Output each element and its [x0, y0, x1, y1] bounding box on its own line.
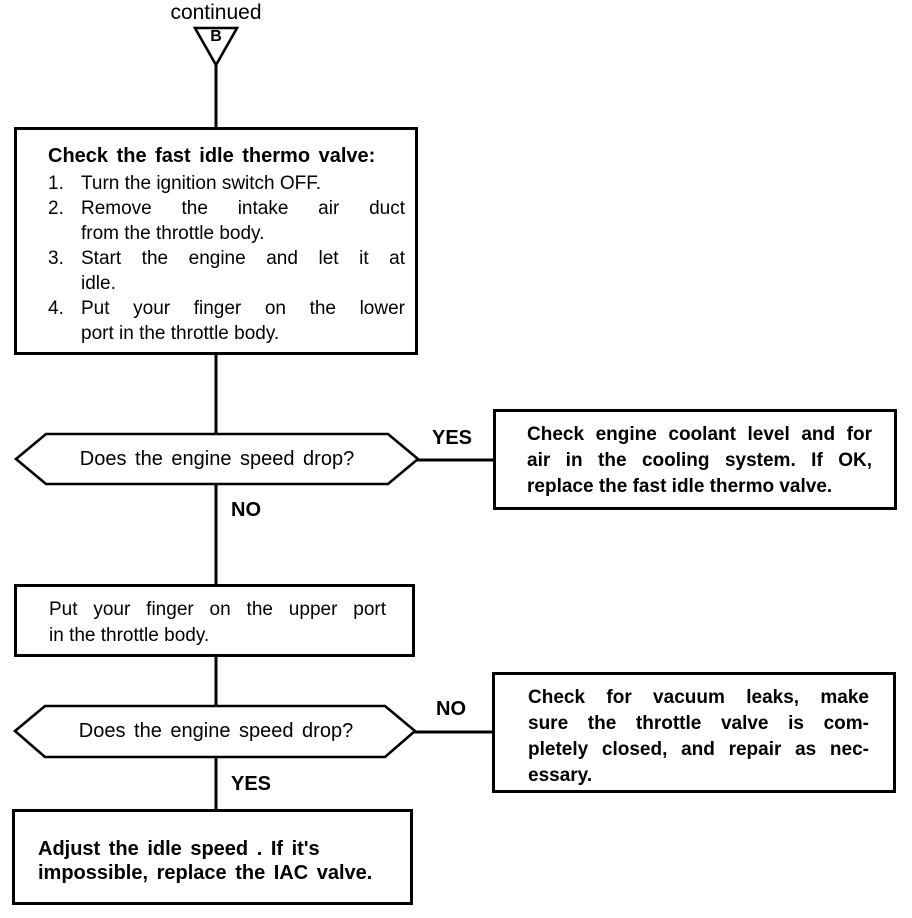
result-text: Adjust the idle speed . If it's: [38, 838, 320, 860]
step-text: port in the throttle body.: [81, 323, 280, 344]
step-number: 4.: [48, 298, 64, 319]
result-box-adjust-idle-speed: Adjust the idle speed . If it's impossib…: [12, 809, 413, 905]
box1-title: Check the fast idle thermo valve:: [48, 145, 376, 167]
connector-b-triangle: [192, 26, 240, 68]
process-text: in the throttle body.: [49, 625, 210, 646]
decision1-hexagon: [13, 432, 421, 486]
result-box-vacuum-leaks: Check for vacuum leaks, make sure the th…: [492, 672, 896, 793]
result-text: pletely closed, and repair as nec-: [528, 739, 869, 760]
decision1-no-label: NO: [231, 499, 261, 521]
result-text: impossible, replace the IAC valve.: [38, 862, 373, 884]
decision1-question: Does the engine speed drop?: [79, 448, 355, 470]
box1-step-3: 3. Start the engine and let it at idle.: [48, 246, 405, 296]
box1-step-2: 2. Remove the intake air duct from the t…: [48, 196, 405, 246]
step-number: 1.: [48, 173, 64, 194]
result-text: sure the throttle valve is com-: [528, 713, 869, 734]
step-text: Remove the intake air duct: [81, 198, 405, 219]
continued-label: continued: [170, 1, 262, 24]
decision1-yes-label: YES: [432, 427, 473, 449]
process-text: Put your finger on the upper port: [49, 599, 386, 620]
step-number: 2.: [48, 198, 64, 219]
decision2-hexagon: [12, 704, 418, 759]
step-number: 3.: [48, 248, 64, 269]
step-text: from the throttle body.: [81, 223, 265, 244]
decision2-no-label: NO: [436, 698, 466, 720]
result-text: essary.: [528, 765, 593, 786]
result-text: air in the cooling system. If OK,: [527, 450, 872, 471]
result-text: Check for vacuum leaks, make: [528, 687, 869, 708]
box1-step-1: 1. Turn the ignition switch OFF.: [48, 171, 405, 196]
result-text: replace the fast idle thermo valve.: [527, 476, 833, 497]
step-text: idle.: [81, 273, 116, 294]
result-text: Check engine coolant level and for: [527, 424, 872, 445]
process-box-upper-port: Put your finger on the upper port in the…: [14, 584, 415, 657]
process-box-check-fast-idle-thermo-valve: Check the fast idle thermo valve: 1. Tur…: [14, 127, 418, 355]
connector-b-letter: B: [210, 28, 222, 45]
result-box-check-coolant: Check engine coolant level and for air i…: [493, 409, 897, 510]
box1-step-4: 4. Put your finger on the lower port in …: [48, 296, 405, 346]
decision2-question: Does the engine speed drop?: [78, 720, 354, 742]
step-text: Start the engine and let it at: [81, 248, 405, 269]
step-text: Put your finger on the lower: [81, 298, 405, 319]
decision2-yes-label: YES: [231, 773, 272, 795]
step-text: Turn the ignition switch OFF.: [81, 173, 322, 194]
